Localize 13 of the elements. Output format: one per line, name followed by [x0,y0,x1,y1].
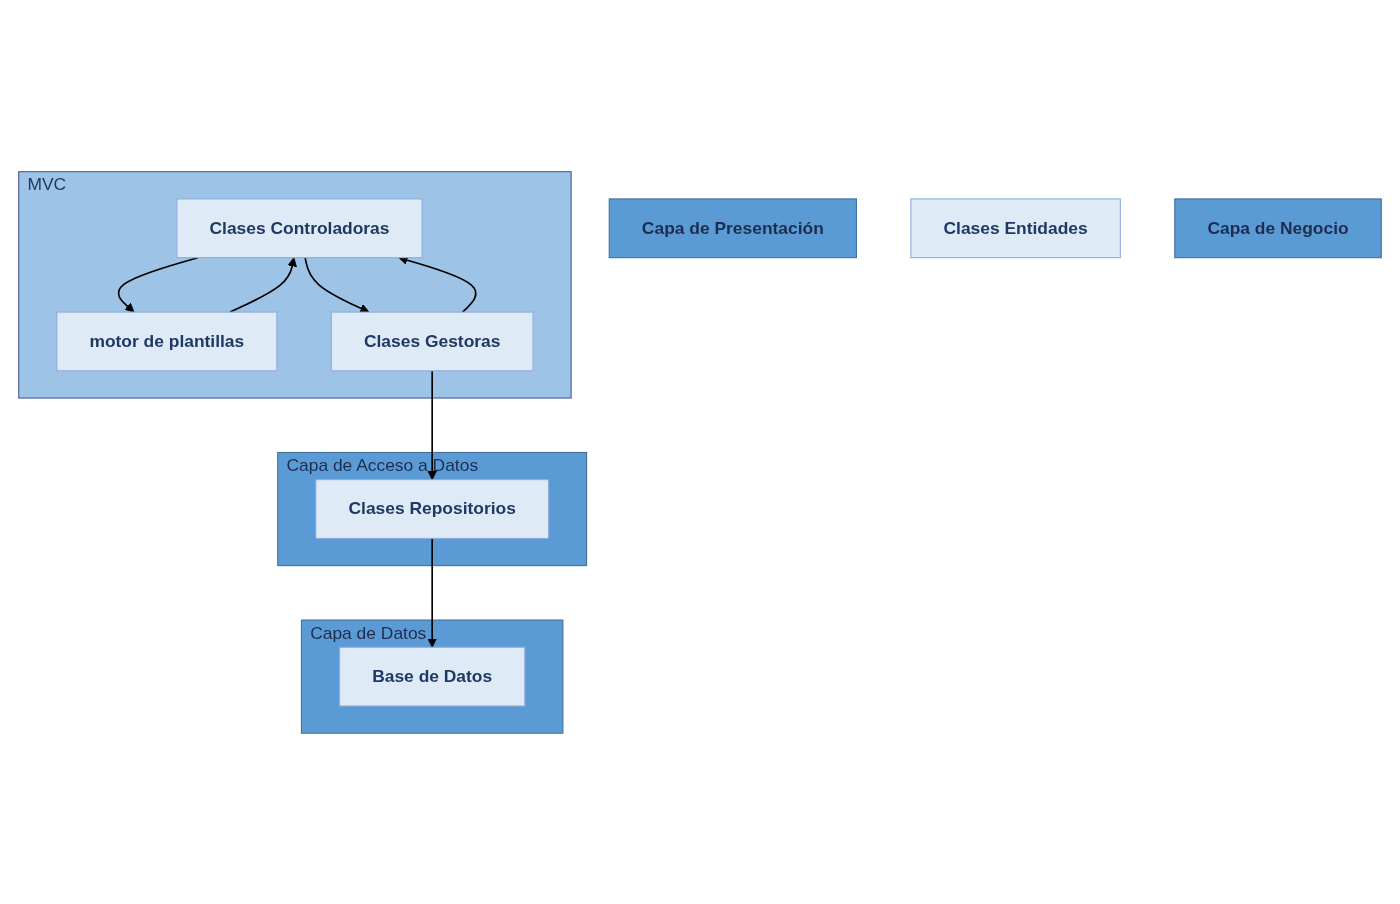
arrow [427,537,437,648]
node-box: Clases Entidades [910,197,1121,258]
arrow [117,256,199,313]
node-box: Clases Gestoras [330,311,534,371]
arrow [304,256,370,313]
node-box: Clases Repositorios [315,478,550,539]
node-box: Base de Datos [339,646,526,707]
node-box: Capa de Presentación [608,197,857,258]
node-box: Clases Controladoras [176,197,423,258]
arrow [229,256,297,313]
arrow [427,369,437,480]
node-box: motor de plantillas [56,311,278,371]
node-box: Capa de Negocio [1174,197,1382,258]
